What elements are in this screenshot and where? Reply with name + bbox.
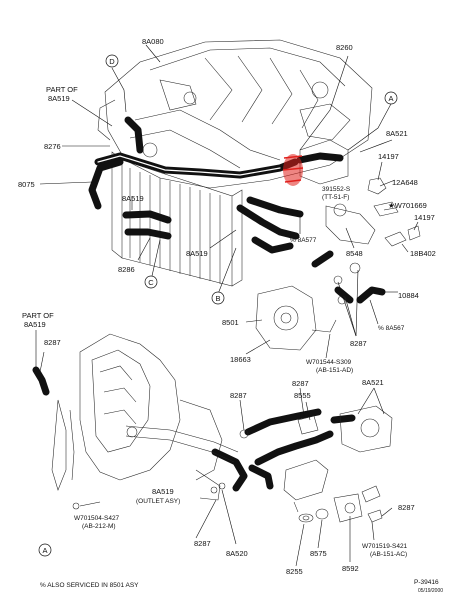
upper-hoses (88, 116, 386, 304)
label-8260: 8260 (336, 43, 353, 52)
label-8287-c: 8287 (230, 391, 247, 400)
label-w701544-sub: (AB-151-AD) (316, 367, 353, 374)
heater-valve (239, 405, 393, 453)
label-8A519-left: 8A519 (122, 194, 144, 203)
label-8548: 8548 (346, 249, 363, 258)
label-8A567: % 8A567 (378, 325, 405, 332)
leader-lines-top (39, 44, 419, 359)
label-10884: 10884 (398, 291, 419, 300)
label-part-of-1: PART OF (46, 85, 78, 94)
label-14197-a: 14197 (378, 152, 399, 161)
label-8555: 8555 (294, 391, 311, 400)
label-8276: 8276 (44, 142, 61, 151)
label-8075: 8075 (18, 180, 35, 189)
label-outlet-asy: (OUTLET ASY) (136, 498, 180, 505)
label-w701504: W701504-S427 (74, 515, 120, 522)
label-8287-d: 8287 (398, 503, 415, 512)
label-part-of-2-num: 8A519 (24, 320, 46, 329)
fasteners (72, 482, 226, 510)
label-8A519-mid: 8A519 (186, 249, 208, 258)
label-8A521-bottom: 8A521 (362, 378, 384, 387)
label-391552: 391552-S (322, 186, 351, 193)
label-14197-b: 14197 (414, 213, 435, 222)
label-8286: 8286 (118, 265, 135, 274)
label-8575: 8575 (310, 549, 327, 558)
label-8A520: 8A520 (226, 549, 248, 558)
highlight-marker (282, 154, 304, 186)
callout-B-letter: B (215, 294, 220, 303)
label-8A577: % 8A577 (290, 237, 317, 244)
thermostat-parts (283, 459, 383, 523)
label-12A648: 12A648 (392, 178, 418, 187)
label-8287-b: 8287 (292, 379, 309, 388)
lower-hoses (32, 366, 356, 492)
label-18B402: 18B402 (410, 249, 436, 258)
label-8592: 8592 (342, 564, 359, 573)
label-8501: 8501 (222, 318, 239, 327)
label-8287-e: 8287 (194, 539, 211, 548)
circled-callouts (38, 54, 398, 557)
label-8255: 8255 (286, 567, 303, 576)
label-part-of-2: PART OF (22, 311, 54, 320)
water-pump (255, 285, 337, 351)
label-8A519-outlet: 8A519 (152, 487, 174, 496)
label-part-of-1-num: 8A519 (48, 94, 70, 103)
footer-note: % ALSO SERVICED IN 8501 ASY (40, 582, 139, 589)
label-391552-sub: (TT-51-F) (322, 194, 349, 201)
leader-lines-bottom (35, 330, 393, 567)
label-8A521-top: 8A521 (386, 129, 408, 138)
callout-A-top-letter: A (388, 94, 393, 103)
callout-D-letter: D (109, 57, 115, 66)
label-8287-a: 8287 (44, 338, 61, 347)
label-w701519: W701519-S421 (362, 543, 408, 550)
callout-A-bottom-letter: A (42, 546, 47, 555)
footer-date: 05/19/2000 (418, 588, 443, 594)
callout-C-letter: C (148, 278, 154, 287)
label-8287-mid: 8287 (350, 339, 367, 348)
label-w701504-sub: (AB-212-M) (82, 523, 116, 530)
label-w701519-sub: (AB-151-AC) (370, 551, 407, 558)
label-w701544: W701544-S309 (306, 359, 352, 366)
engine-side-view (51, 333, 223, 501)
label-w701669: ★W701669 (388, 201, 427, 210)
footer-part-number: P-39416 (414, 579, 439, 586)
label-18663: 18663 (230, 355, 251, 364)
outlet-pipe (125, 425, 239, 463)
thermostat-housing (299, 139, 421, 305)
label-8A080: 8A080 (142, 37, 164, 46)
